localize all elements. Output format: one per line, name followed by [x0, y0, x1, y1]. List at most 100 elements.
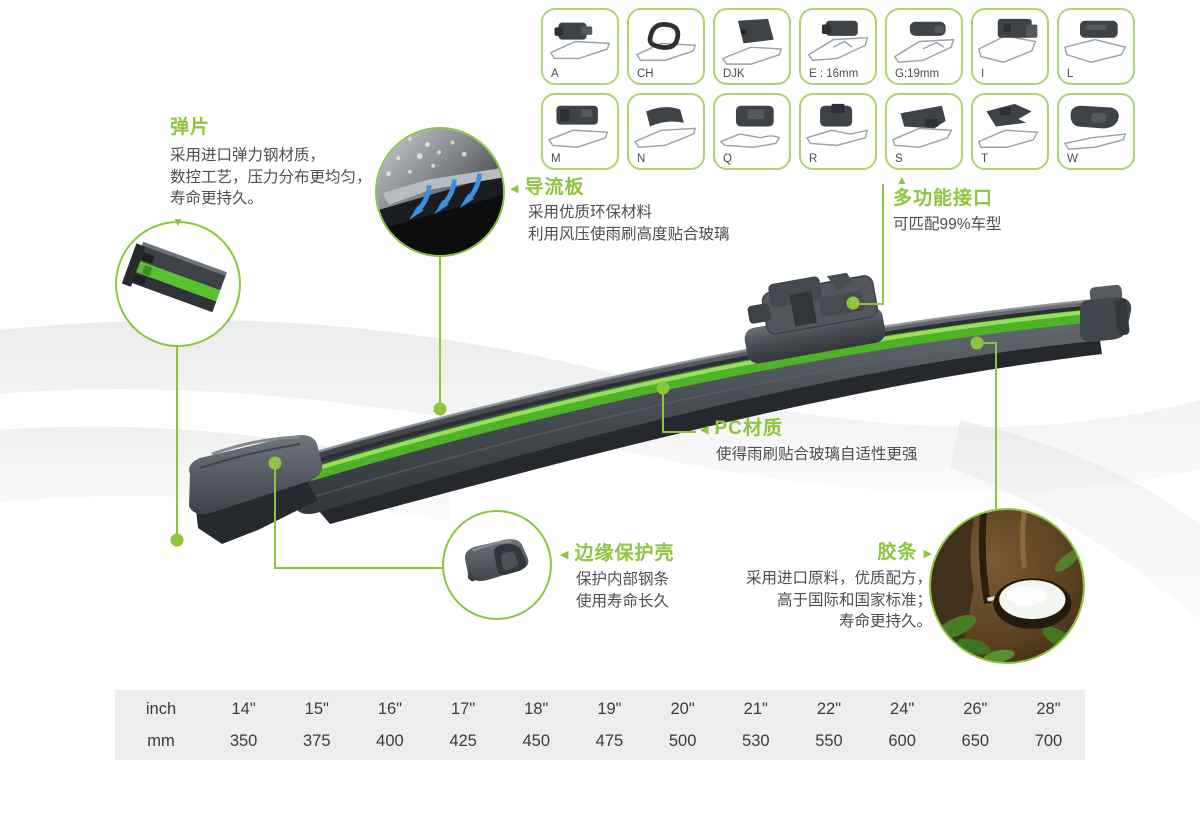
size-value-inch: 14": [231, 699, 256, 718]
adapter-cell-m: M: [541, 93, 619, 170]
callout-title: 胶条: [877, 542, 918, 563]
callout-text: 高于国际和国家标准；: [776, 591, 932, 609]
endcap-illustration: [464, 539, 529, 582]
adapter-illustration: [977, 14, 1043, 69]
callout-text: 保护内部钢条: [576, 571, 670, 588]
adapter-cell-s: S: [885, 93, 963, 170]
size-value-inch: 20": [670, 699, 695, 718]
size-value-mm: 650: [961, 731, 990, 750]
blade-body: [289, 298, 1130, 524]
pointer-right-icon: ▶: [923, 547, 932, 560]
latex-tapping-photo: [931, 510, 1083, 662]
size-value-inch: 26": [963, 699, 988, 718]
adapter-cell-a: A: [541, 8, 619, 85]
size-value-inch: 22": [816, 699, 842, 718]
callout-text: 采用进口原料，优质配方，: [745, 570, 932, 587]
adapter-illustration: [977, 99, 1043, 154]
adapter-cell-djk: DJK: [713, 8, 791, 85]
size-table: inch 14" 15" 16" 17" 18" 19" 20" 21" 22"…: [115, 690, 1085, 760]
callout-edge-cap: ◀ 边缘保护壳 保护内部钢条 使用寿命长久: [560, 543, 674, 612]
adapter-illustration: [719, 14, 785, 69]
adapter-label: DJK: [723, 68, 745, 80]
size-row-mm: mm 350 375 400 425 450 475 500 530 550 6…: [115, 727, 1085, 755]
adapter-cell-q: Q: [713, 93, 791, 170]
adapter-label: W: [1067, 153, 1078, 165]
callout-text: 采用优质环保材料: [528, 204, 653, 221]
adapter-cell-g19: G:19mm: [885, 8, 963, 85]
adapter-illustration: [891, 14, 957, 69]
callout-spoiler: ◀ 导流板 采用优质环保材料 利用风压使雨刷高度贴合玻璃: [510, 177, 730, 245]
adapter-cell-r: R: [799, 93, 877, 170]
size-value-inch: 19": [597, 699, 622, 718]
adapter-illustration: [633, 99, 699, 154]
size-value-mm: 600: [888, 731, 916, 750]
size-value-inch: 16": [377, 699, 403, 718]
callout-text: 寿命更持久。: [170, 190, 264, 207]
size-value-mm: 450: [522, 731, 551, 750]
size-row-inch: inch 14" 15" 16" 17" 18" 19" 20" 21" 22"…: [115, 695, 1085, 723]
adapter-label: E : 16mm: [809, 68, 859, 80]
unit-label: inch: [145, 699, 177, 718]
callout-text: 使得雨刷贴合玻璃自适性更强: [716, 446, 918, 463]
adapter-label: I: [981, 68, 985, 80]
size-value-inch: 18": [524, 699, 549, 718]
adapter-cell-t: T: [971, 93, 1049, 170]
adapter-illustration: [891, 99, 957, 154]
size-value-inch: 21": [743, 699, 768, 718]
blade-cross-section-illustration: [121, 241, 227, 313]
size-value-mm: 375: [302, 731, 331, 750]
blade-left-endcap: [189, 435, 323, 544]
pointer-down-icon: ▼: [172, 214, 184, 229]
size-value-mm: 530: [742, 731, 770, 750]
adapter-illustration: [633, 14, 699, 69]
callout-text: 数控工艺，压力分布更均匀，: [170, 168, 372, 186]
rubber-latex-photo-circle: [929, 508, 1085, 664]
adapter-label: L: [1067, 68, 1074, 80]
pointer-left-icon: ◀: [560, 548, 569, 561]
spoiler-airflow-illustration: [377, 129, 503, 255]
blade-right-tip: [1080, 284, 1132, 342]
callout-title: 多功能接口: [893, 188, 994, 209]
size-value-mm: 425: [449, 731, 477, 750]
callout-rubber-strip: 胶条 ▶ 采用进口原料，优质配方， 高于国际和国家标准； 寿命更持久。: [650, 542, 932, 633]
spoiler-detail-circle: [375, 127, 505, 257]
endcap-detail-circle: [442, 510, 552, 620]
callout-connector-lines: [176, 184, 997, 569]
callout-spring-steel: 弹片 采用进口弹力钢材质， 数控工艺，压力分布更均匀， 寿命更持久。 ▼: [170, 117, 372, 228]
spring-steel-detail-circle: [115, 221, 241, 347]
adapter-illustration: [1063, 99, 1129, 154]
adapter-cell-i: I: [971, 8, 1049, 85]
adapter-label: N: [637, 153, 646, 165]
pointer-up-icon: ▲: [896, 173, 908, 187]
callout-title: PC材质: [714, 418, 783, 439]
adapter-cell-w: W: [1057, 93, 1135, 170]
pointer-left-icon: ◀: [700, 423, 709, 436]
size-value-inch: 28": [1036, 699, 1061, 718]
adapter-illustration: [719, 99, 785, 154]
size-value-mm: 500: [668, 731, 697, 750]
callout-text: 寿命更持久。: [838, 613, 932, 630]
airflow-arrowheads: [408, 193, 474, 221]
size-value-mm: 350: [229, 731, 258, 750]
adapter-illustration: [547, 99, 613, 154]
size-value-mm: 550: [815, 731, 843, 750]
callout-text: 采用进口弹力钢材质，: [170, 147, 326, 164]
callout-anchor-dots: [170, 296, 984, 547]
size-value-mm: 700: [1034, 731, 1063, 750]
size-value-inch: 15": [304, 699, 329, 718]
adapter-illustration: [805, 14, 871, 69]
adapter-label: S: [895, 153, 903, 165]
adapter-label: R: [809, 153, 818, 165]
size-value-inch: 17": [450, 699, 476, 718]
adapter-cell-ch: CH: [627, 8, 705, 85]
callout-title: 弹片: [170, 117, 211, 138]
adapter-cell-n: N: [627, 93, 705, 170]
callout-multi-connector: ▲ 多功能接口 可匹配99%车型: [893, 174, 1002, 236]
adapter-cell-e16: E : 16mm: [799, 8, 877, 85]
adapter-label: M: [551, 153, 561, 165]
blade-center-connector: [744, 272, 886, 364]
unit-label: mm: [147, 731, 175, 750]
adapter-label: A: [551, 68, 559, 80]
